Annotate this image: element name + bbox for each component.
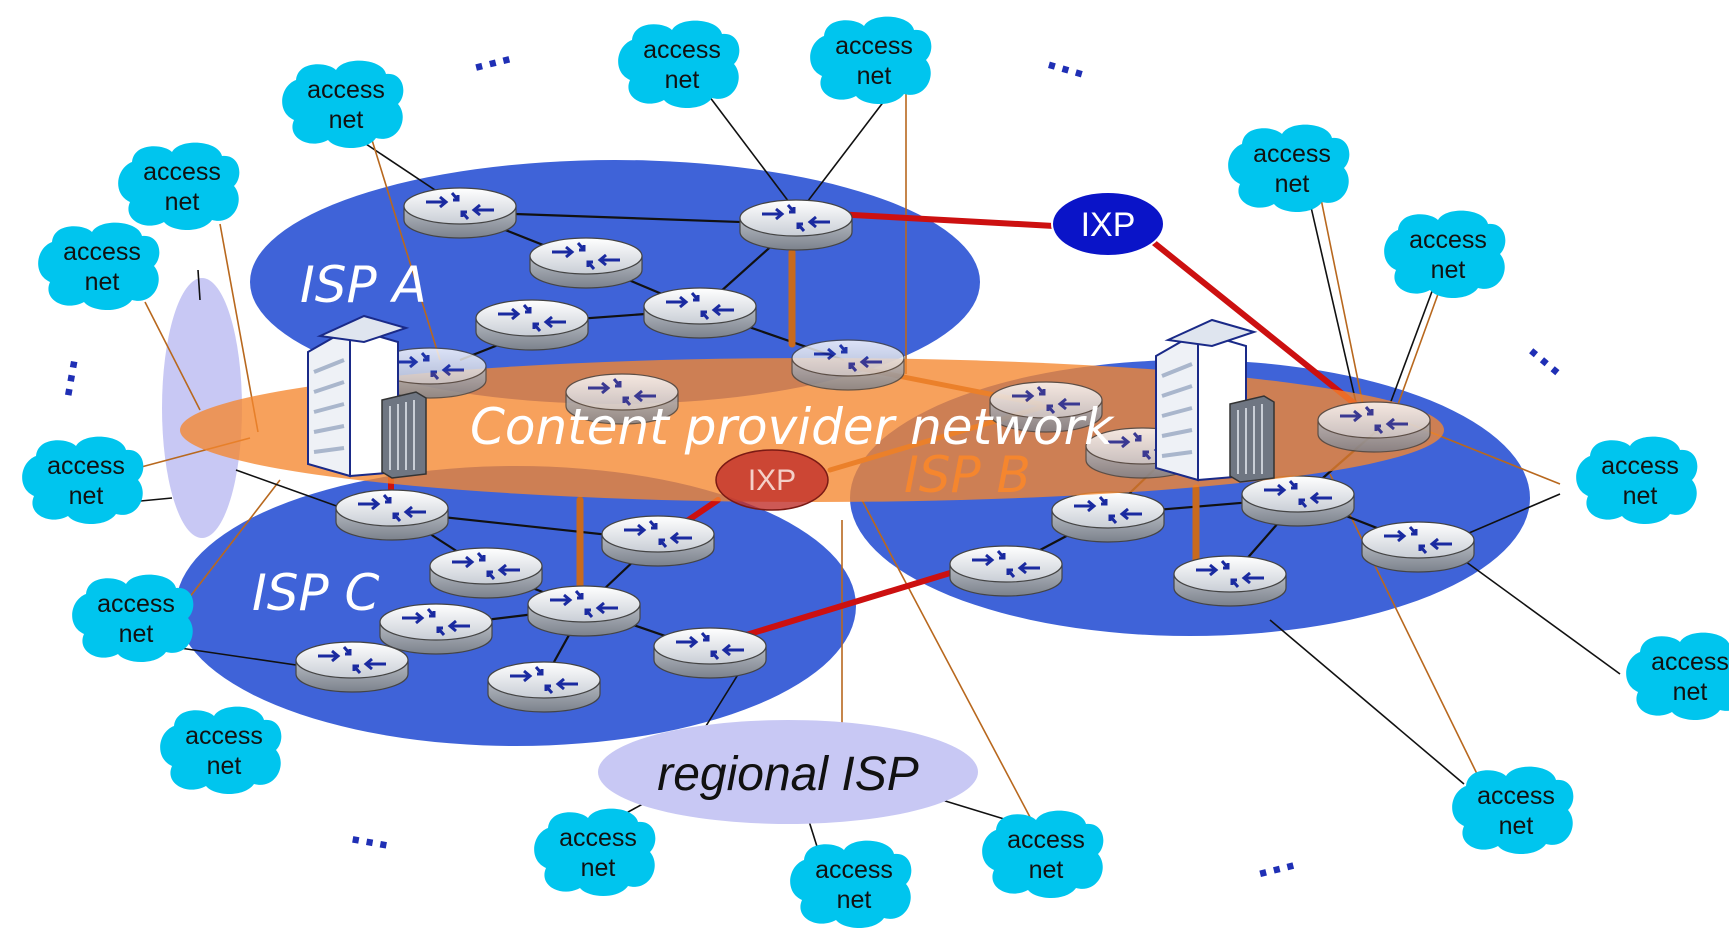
- isp-b-label: ISP B: [904, 446, 1031, 504]
- svg-text:access: access: [1601, 452, 1679, 480]
- svg-text:access: access: [63, 238, 141, 266]
- regional-isp-region: [598, 720, 978, 824]
- svg-text:access: access: [47, 452, 125, 480]
- svg-text:net: net: [1275, 170, 1310, 198]
- svg-text:access: access: [643, 36, 721, 64]
- ixp-top-label: IXP: [1081, 206, 1136, 244]
- isp-c-label: ISP C: [252, 564, 380, 622]
- data-center-building-right: [1154, 318, 1276, 484]
- svg-text:access: access: [1651, 648, 1729, 676]
- svg-text:net: net: [119, 620, 154, 648]
- svg-text:net: net: [581, 854, 616, 882]
- svg-text:net: net: [165, 188, 200, 216]
- ixp-middle: IXP: [715, 449, 829, 511]
- svg-text:access: access: [559, 824, 637, 852]
- svg-text:access: access: [307, 76, 385, 104]
- regional-isp-label: regional ISP: [657, 748, 919, 801]
- svg-text:net: net: [837, 886, 872, 914]
- ellipsis-left: …: [32, 350, 88, 402]
- content-provider-label: Content provider network: [470, 398, 1115, 456]
- isp-a-label: ISP A: [300, 256, 427, 314]
- svg-text:net: net: [329, 106, 364, 134]
- svg-text:access: access: [1007, 826, 1085, 854]
- svg-text:access: access: [1409, 226, 1487, 254]
- svg-text:access: access: [185, 722, 263, 750]
- svg-text:access: access: [1253, 140, 1331, 168]
- ellipsis-bottom-left: …: [346, 803, 398, 859]
- svg-text:access: access: [835, 32, 913, 60]
- svg-text:net: net: [69, 482, 104, 510]
- svg-text:net: net: [1029, 856, 1064, 884]
- svg-text:access: access: [1477, 782, 1555, 810]
- ellipsis-top-right: …: [1041, 29, 1097, 88]
- svg-text:net: net: [1431, 256, 1466, 284]
- ellipsis-top-left: …: [463, 23, 518, 81]
- ixp-top: IXP: [1051, 191, 1165, 257]
- svg-text:net: net: [207, 752, 242, 780]
- svg-text:net: net: [1499, 812, 1534, 840]
- svg-text:access: access: [815, 856, 893, 884]
- ellipsis-right: …: [1519, 320, 1584, 386]
- ellipsis-bottom-right: …: [1247, 830, 1302, 888]
- svg-text:access: access: [97, 590, 175, 618]
- svg-text:access: access: [143, 158, 221, 186]
- svg-text:net: net: [1673, 678, 1708, 706]
- svg-text:net: net: [665, 66, 700, 94]
- svg-text:net: net: [857, 62, 892, 90]
- left-exchange-oval: [162, 278, 242, 538]
- ixp-middle-label: IXP: [748, 464, 796, 497]
- svg-text:net: net: [1623, 482, 1658, 510]
- svg-text:net: net: [85, 268, 120, 296]
